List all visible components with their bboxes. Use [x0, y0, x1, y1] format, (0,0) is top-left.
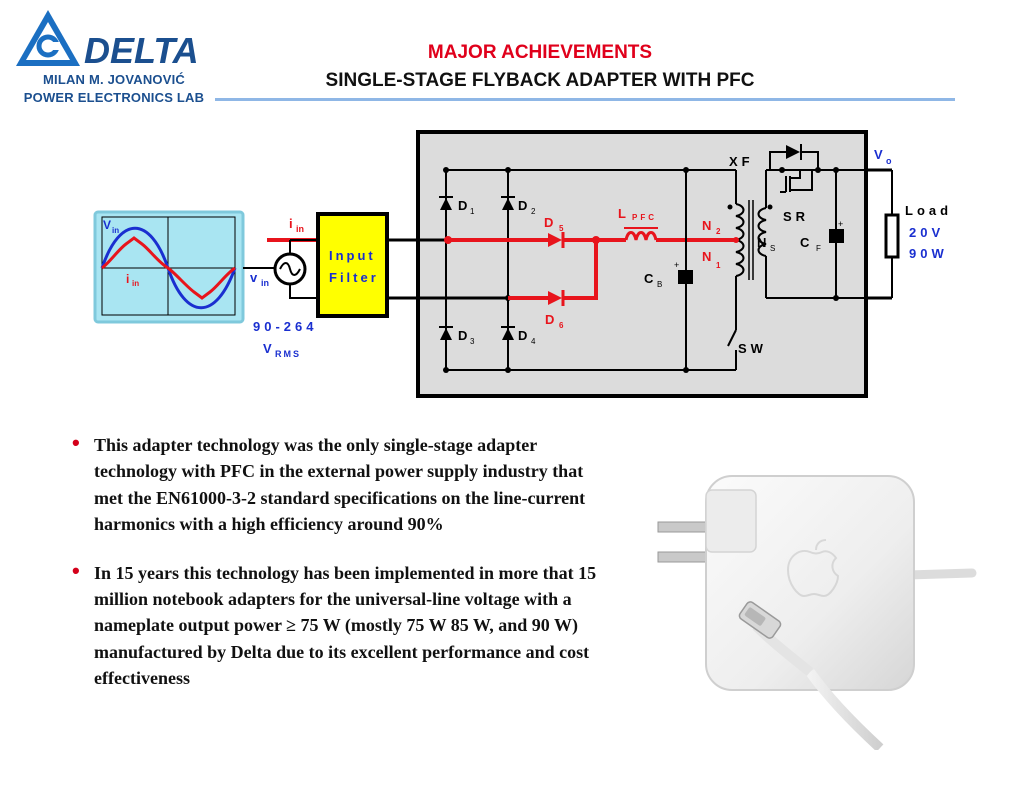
- iin-line-label-sub: in: [296, 224, 304, 234]
- vin-source-label-sub: in: [261, 278, 269, 288]
- vin-source-label: v: [250, 270, 258, 285]
- n2-label: N: [702, 218, 711, 233]
- svg-text:+: +: [838, 219, 843, 229]
- d2-label-sub: 2: [531, 207, 536, 216]
- n1-label: N: [702, 249, 711, 264]
- delta-logo: DELTA MILAN M. JOVANOVIĆ POWER ELECTRONI…: [14, 8, 204, 108]
- d6-label: D: [545, 312, 554, 327]
- sw-label: SW: [738, 341, 767, 356]
- converter-board: [416, 130, 868, 398]
- d4-label-sub: 4: [531, 337, 536, 346]
- input-range-unit: V: [263, 341, 272, 356]
- bullet-item: • This adapter technology was the only s…: [72, 430, 612, 538]
- lpfc-label-sub: PFC: [632, 213, 657, 222]
- magsafe-connector: [738, 601, 782, 639]
- iin-wave-label: i: [126, 272, 129, 286]
- primary-switch: [727, 329, 737, 347]
- title-divider: [215, 98, 955, 101]
- d1-label-sub: 1: [470, 207, 475, 216]
- vin-wave-label: V: [103, 218, 111, 232]
- lab-name-line2: POWER ELECTRONICS LAB: [23, 90, 205, 105]
- iin-wave-label-sub: in: [132, 279, 139, 288]
- cf-label-sub: F: [816, 244, 821, 253]
- svg-text:+: +: [674, 260, 679, 270]
- d3-label-sub: 3: [470, 337, 475, 346]
- sr-label: SR: [783, 209, 809, 224]
- vo-label-sub: o: [886, 156, 892, 166]
- iin-waveform: [101, 236, 236, 300]
- load-power-label: 90W: [909, 246, 948, 261]
- diode-d3: [439, 326, 453, 340]
- load-label: Load: [905, 203, 952, 218]
- notebook-adapter-photo: [657, 475, 977, 750]
- input-range-unit-sub: RMS: [275, 349, 301, 359]
- d6-label-sub: 6: [559, 321, 564, 330]
- d3-label: D: [458, 328, 467, 343]
- n2-label-sub: 2: [716, 227, 721, 236]
- cf-label: C: [800, 235, 810, 250]
- d5-label: D: [544, 215, 553, 230]
- n1-label-sub: 1: [716, 261, 721, 270]
- bulk-capacitor: [678, 270, 693, 284]
- waveform-scope: V in i in: [93, 210, 245, 324]
- output-capacitor: [829, 229, 844, 243]
- delta-logo-mark: DELTA: [16, 10, 199, 71]
- diode-d1: [439, 196, 453, 210]
- cb-label: C: [644, 271, 654, 286]
- bullet-text: This adapter technology was the only sin…: [94, 435, 586, 535]
- ns-winding: [757, 207, 767, 257]
- bullet-text: In 15 years this technology has been imp…: [94, 562, 597, 689]
- d4-label: D: [518, 328, 527, 343]
- load-resistor: [884, 213, 900, 259]
- load-voltage-label: 20V: [909, 225, 944, 240]
- n1-winding: [735, 239, 745, 277]
- input-filter-block: [316, 212, 389, 318]
- lpfc-label: L: [618, 206, 626, 221]
- page-subtitle: SINGLE-STAGE FLYBACK ADAPTER WITH PFC: [325, 70, 755, 91]
- input-range-label: 90-264: [253, 319, 317, 334]
- diode-d2: [501, 196, 515, 210]
- d2-label: D: [518, 198, 527, 213]
- input-filter-label-2: Filter: [329, 270, 379, 285]
- xf-label: XF: [729, 154, 754, 169]
- lab-name-line1: MILAN M. JOVANOVIĆ: [42, 72, 186, 87]
- iin-line-label: i: [289, 216, 293, 231]
- pfc-inductor: [624, 231, 658, 241]
- diode-d4: [501, 326, 515, 340]
- apple-logo-icon: [786, 539, 840, 598]
- bullet-dot-icon: •: [72, 557, 80, 583]
- achievement-bullets: • This adapter technology was the only s…: [72, 430, 612, 714]
- bullet-dot-icon: •: [72, 430, 80, 455]
- flyback-pfc-schematic: .w { stroke:#000; stroke-width:2; fill:n…: [93, 130, 952, 398]
- vin-wave-label-sub: in: [112, 226, 119, 235]
- d5-label-sub: 5: [559, 224, 564, 233]
- d1-label: D: [458, 198, 467, 213]
- bullet-item: • In 15 years this technology has been i…: [72, 557, 612, 692]
- n2-winding: [735, 203, 745, 241]
- ns-label: N: [757, 235, 766, 250]
- input-filter-label-1: Input: [329, 248, 376, 263]
- vo-label: V: [874, 147, 883, 162]
- sr-mosfet: [769, 144, 821, 193]
- delta-logo-text: DELTA: [84, 30, 199, 70]
- cb-label-sub: B: [657, 280, 662, 289]
- ns-label-sub: S: [770, 244, 775, 253]
- page-title: MAJOR ACHIEVEMENTS: [427, 42, 653, 63]
